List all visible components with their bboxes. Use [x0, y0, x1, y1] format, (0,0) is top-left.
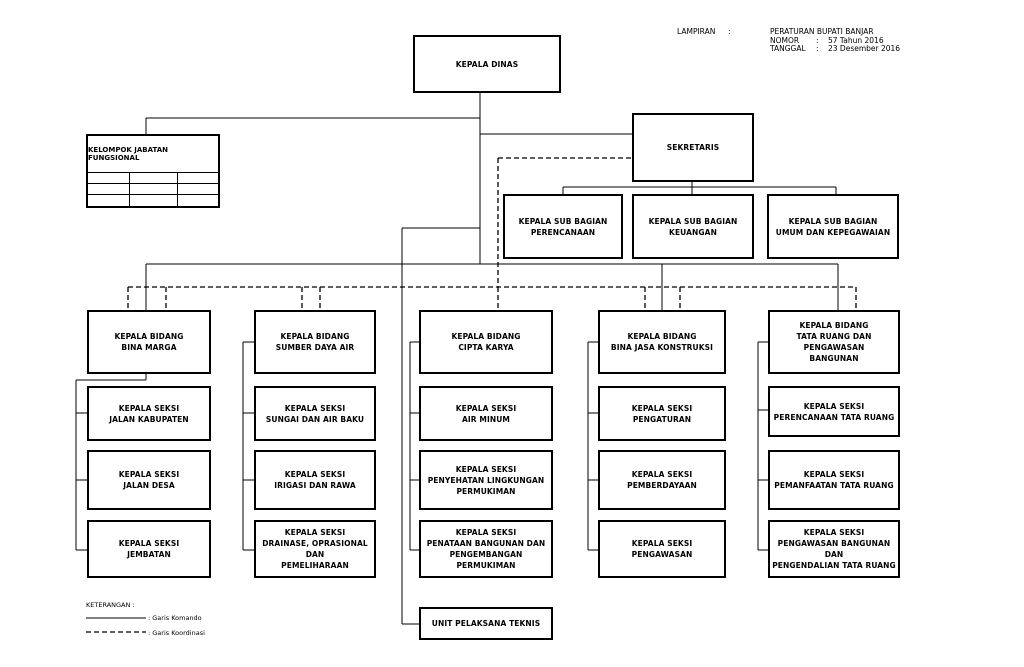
section-label-line: PENGAWASAN BANGUNAN DAN	[777, 539, 891, 559]
division-label-line: CIPTA KARYA	[458, 343, 514, 352]
regulation-title: PERATURAN BUPATI BANJAR	[770, 27, 874, 36]
division-label-line: SUMBER DAYA AIR	[275, 343, 355, 352]
functional-group-title: KELOMPOK JABATAN FUNGSIONAL	[88, 136, 218, 173]
nomor-label: NOMOR	[770, 36, 800, 45]
division-label-line: KEPALA BIDANG	[627, 332, 697, 341]
head-title: KEPALA DINAS	[455, 59, 519, 69]
legend-coordination-label: : Garis Koordinasi	[148, 629, 205, 637]
section-label-line: JALAN DESA	[123, 481, 175, 490]
division-box: KEPALA BIDANG TATA RUANG DAN PENGAWASAN BA…	[768, 310, 900, 374]
section-box: KEPALA SEKSI PENATAAN BANGUNAN DAN PENGEMB…	[419, 520, 553, 578]
tanggal-label: TANGGAL	[770, 44, 806, 53]
division-box: KEPALA BIDANG BINA MARGA	[87, 310, 211, 374]
section-label-line: PENGEMBANGAN PERMUKIMAN	[449, 550, 523, 570]
section-label-line: PERMUKIMAN	[456, 486, 516, 496]
subsection-line1: KEPALA SUB BAGIAN	[518, 216, 608, 226]
section-label-line: KEPALA SEKSI	[118, 539, 180, 548]
division-label-line: KEPALA BIDANG	[799, 321, 869, 330]
subsection-line1: KEPALA SUB BAGIAN	[648, 216, 738, 226]
section-label-line: KEPALA SEKSI	[803, 470, 865, 479]
section-box: KEPALA SEKSI PEMBERDAYAAN	[598, 450, 726, 510]
technical-unit-title: UNIT PELAKSANA TEKNIS	[431, 619, 541, 628]
section-label-line: PERENCANAAN TATA RUANG	[773, 412, 895, 422]
section-label-line: KEPALA SEKSI	[118, 470, 180, 479]
section-box: KEPALA SEKSI DRAINASE, OPRASIONAL DAN PEME…	[254, 520, 376, 578]
subsection-line2: PERENCANAAN	[530, 227, 596, 237]
section-label-line: KEPALA SEKSI	[284, 528, 346, 537]
section-label-line: IRIGASI DAN RAWA	[274, 481, 356, 490]
tanggal-value: 23 Desember 2016	[828, 44, 901, 53]
functional-group-box: KELOMPOK JABATAN FUNGSIONAL	[86, 134, 220, 208]
section-label-line: KEPALA SEKSI	[631, 539, 693, 548]
section-box: KEPALA SEKSI IRIGASI DAN RAWA	[254, 450, 376, 510]
section-label-line: KEPALA SEKSI	[455, 403, 517, 413]
secretary-box: SEKRETARIS	[632, 113, 754, 182]
division-box: KEPALA BIDANG BINA JASA KONSTRUKSI	[598, 310, 726, 374]
division-label-line: KEPALA BIDANG	[451, 332, 521, 341]
division-box: KEPALA BIDANG CIPTA KARYA	[419, 310, 553, 374]
subsection-line1: KEPALA SUB BAGIAN	[788, 216, 878, 226]
legend-command-label: : Garis Komando	[148, 614, 202, 622]
subsection-line2: KEUANGAN	[669, 227, 717, 237]
division-label-line: BANGUNAN	[809, 354, 859, 363]
section-box: KEPALA SEKSI JEMBATAN	[87, 520, 211, 578]
subsection-general-box: KEPALA SUB BAGIAN UMUM DAN KEPEGAWAIAN	[767, 194, 899, 259]
subsection-planning-box: KEPALA SUB BAGIAN PERENCANAAN	[503, 194, 623, 259]
section-label-line: PENGAWASAN	[631, 550, 693, 559]
division-label-line: BINA JASA KONSTRUKSI	[610, 343, 714, 352]
lampiran-colon: :	[728, 27, 731, 36]
division-label-line: TATA RUANG DAN PENGAWASAN	[796, 332, 872, 352]
nomor-value: 57 Tahun 2016	[828, 36, 884, 45]
lampiran-label: LAMPIRAN	[677, 27, 716, 36]
section-label-line: PEMELIHARAAN	[281, 561, 349, 570]
nomor-colon: :	[816, 36, 819, 45]
division-label-line: KEPALA BIDANG	[280, 332, 350, 341]
functional-group-grid	[88, 173, 218, 206]
section-box: KEPALA SEKSI PENGAWASAN BANGUNAN DAN PENGE…	[768, 520, 900, 578]
division-label-line: BINA MARGA	[121, 343, 177, 352]
section-label-line: PENGATURAN	[632, 414, 692, 424]
legend-title: KETERANGAN :	[86, 601, 135, 609]
subsection-finance-box: KEPALA SUB BAGIAN KEUANGAN	[632, 194, 754, 259]
section-label-line: KEPALA SEKSI	[455, 528, 517, 537]
section-label-line: KEPALA SEKSI	[118, 403, 180, 413]
head-box: KEPALA DINAS	[413, 35, 561, 93]
secretary-title: SEKRETARIS	[666, 143, 720, 152]
section-label-line: KEPALA SEKSI	[284, 403, 346, 413]
section-label-line: KEPALA SEKSI PEMBERDAYAAN	[627, 470, 697, 490]
section-label-line: AIR MINUM	[462, 414, 510, 424]
section-label-line: KEPALA SEKSI	[631, 403, 693, 413]
division-label-line: KEPALA BIDANG	[114, 332, 184, 341]
technical-unit-box: UNIT PELAKSANA TEKNIS	[419, 607, 553, 640]
section-label-line: KEPALA SEKSI	[803, 528, 865, 537]
section-label-line: KEPALA SEKSI	[803, 401, 865, 411]
section-label-line: JALAN KABUPATEN	[109, 414, 189, 424]
section-label-line: KEPALA SEKSI	[455, 464, 517, 474]
section-label-line: PENYEHATAN LINGKUNGAN	[427, 475, 545, 485]
section-label-line: DRAINASE, OPRASIONAL DAN	[262, 539, 368, 559]
subsection-line2: UMUM DAN KEPEGAWAIAN	[775, 227, 891, 237]
division-box: KEPALA BIDANG SUMBER DAYA AIR	[254, 310, 376, 374]
section-box: KEPALA SEKSI PEMANFAATAN TATA RUANG	[768, 450, 900, 510]
section-label-line: PENGENDALIAN TATA RUANG	[772, 561, 896, 570]
section-label-line: JEMBATAN	[127, 550, 171, 559]
section-label-line: PEMANFAATAN TATA RUANG	[774, 481, 894, 490]
section-box: KEPALA SEKSI JALAN DESA	[87, 450, 211, 510]
section-label-line: PENATAAN BANGUNAN DAN	[426, 539, 546, 548]
section-label-line: SUNGAI DAN AIR BAKU	[265, 414, 365, 424]
section-label-line: KEPALA SEKSI	[284, 470, 346, 479]
tanggal-colon: :	[816, 44, 819, 53]
section-box: KEPALA SEKSI PENGAWASAN	[598, 520, 726, 578]
